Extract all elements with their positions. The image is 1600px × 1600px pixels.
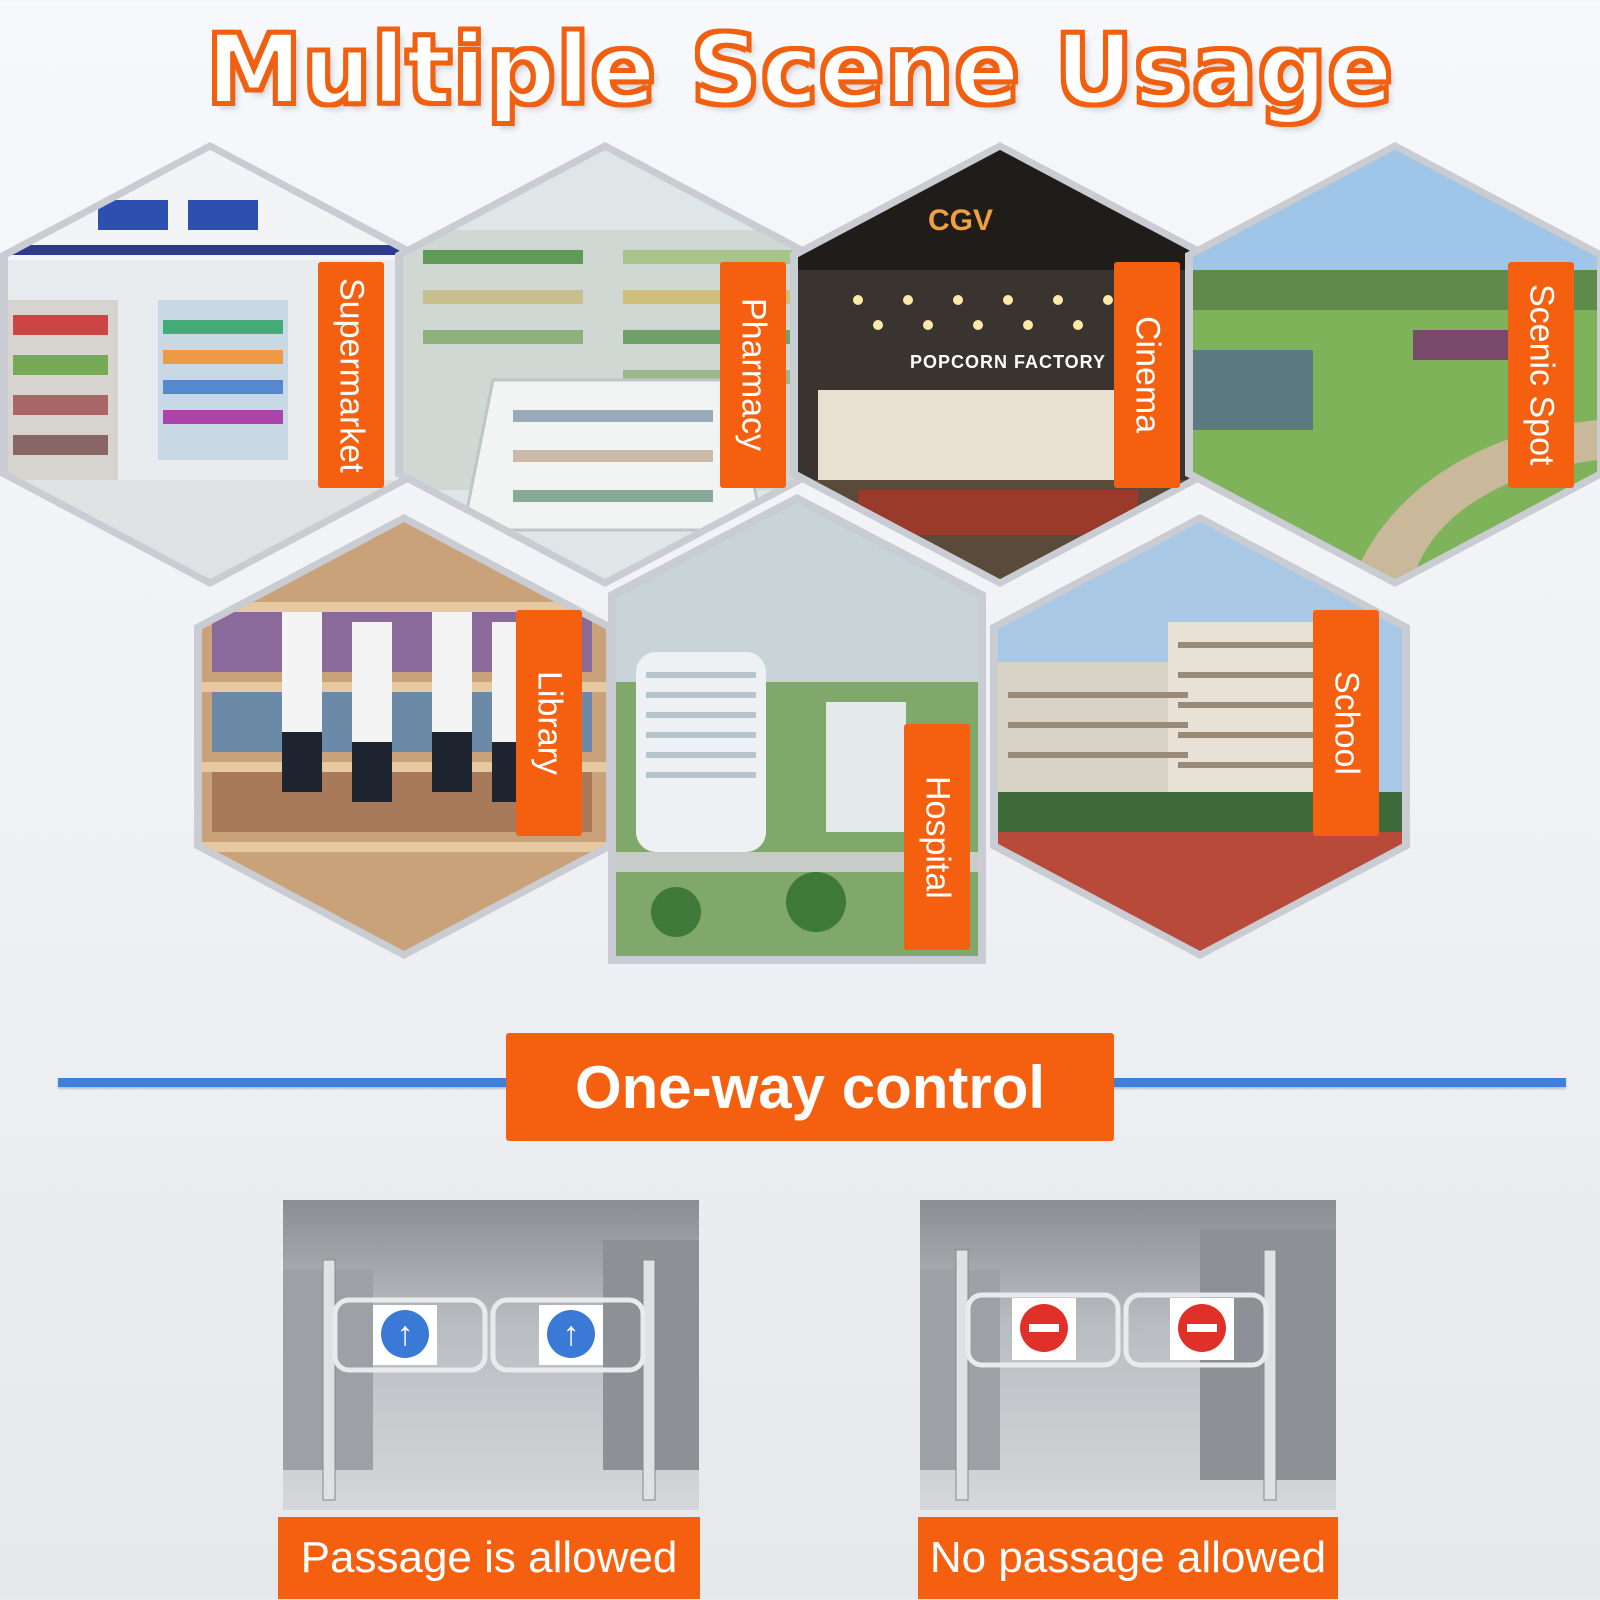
gate-denied-image xyxy=(920,1200,1336,1510)
gate-denied-caption: No passage allowed xyxy=(918,1517,1338,1599)
scene-label-school: School xyxy=(1313,610,1379,836)
scene-label-library: Library xyxy=(516,610,582,836)
page-title: Multiple Scene Usage xyxy=(204,12,1394,128)
divider-right xyxy=(1110,1078,1566,1087)
divider-left xyxy=(58,1078,510,1087)
no-entry-icon xyxy=(1020,1304,1068,1352)
up-arrow-icon: ↑ xyxy=(547,1310,595,1358)
no-entry-icon xyxy=(1178,1304,1226,1352)
scene-label-pharmacy: Pharmacy xyxy=(720,262,786,488)
gate-allowed-image: ↑ ↑ xyxy=(283,1200,699,1510)
cinema-brand: CGV xyxy=(928,204,994,237)
gate-allowed-caption: Passage is allowed xyxy=(278,1517,700,1599)
scene-label-cinema: Cinema xyxy=(1114,262,1180,488)
scene-label-supermarket: Supermarket xyxy=(318,262,384,488)
scene-label-scenic-spot: Scenic Spot xyxy=(1508,262,1574,488)
section-title: One-way control xyxy=(506,1033,1114,1141)
up-arrow-icon: ↑ xyxy=(381,1310,429,1358)
scene-label-hospital: Hospital xyxy=(904,724,970,950)
cinema-sign: POPCORN FACTORY xyxy=(910,352,1107,372)
